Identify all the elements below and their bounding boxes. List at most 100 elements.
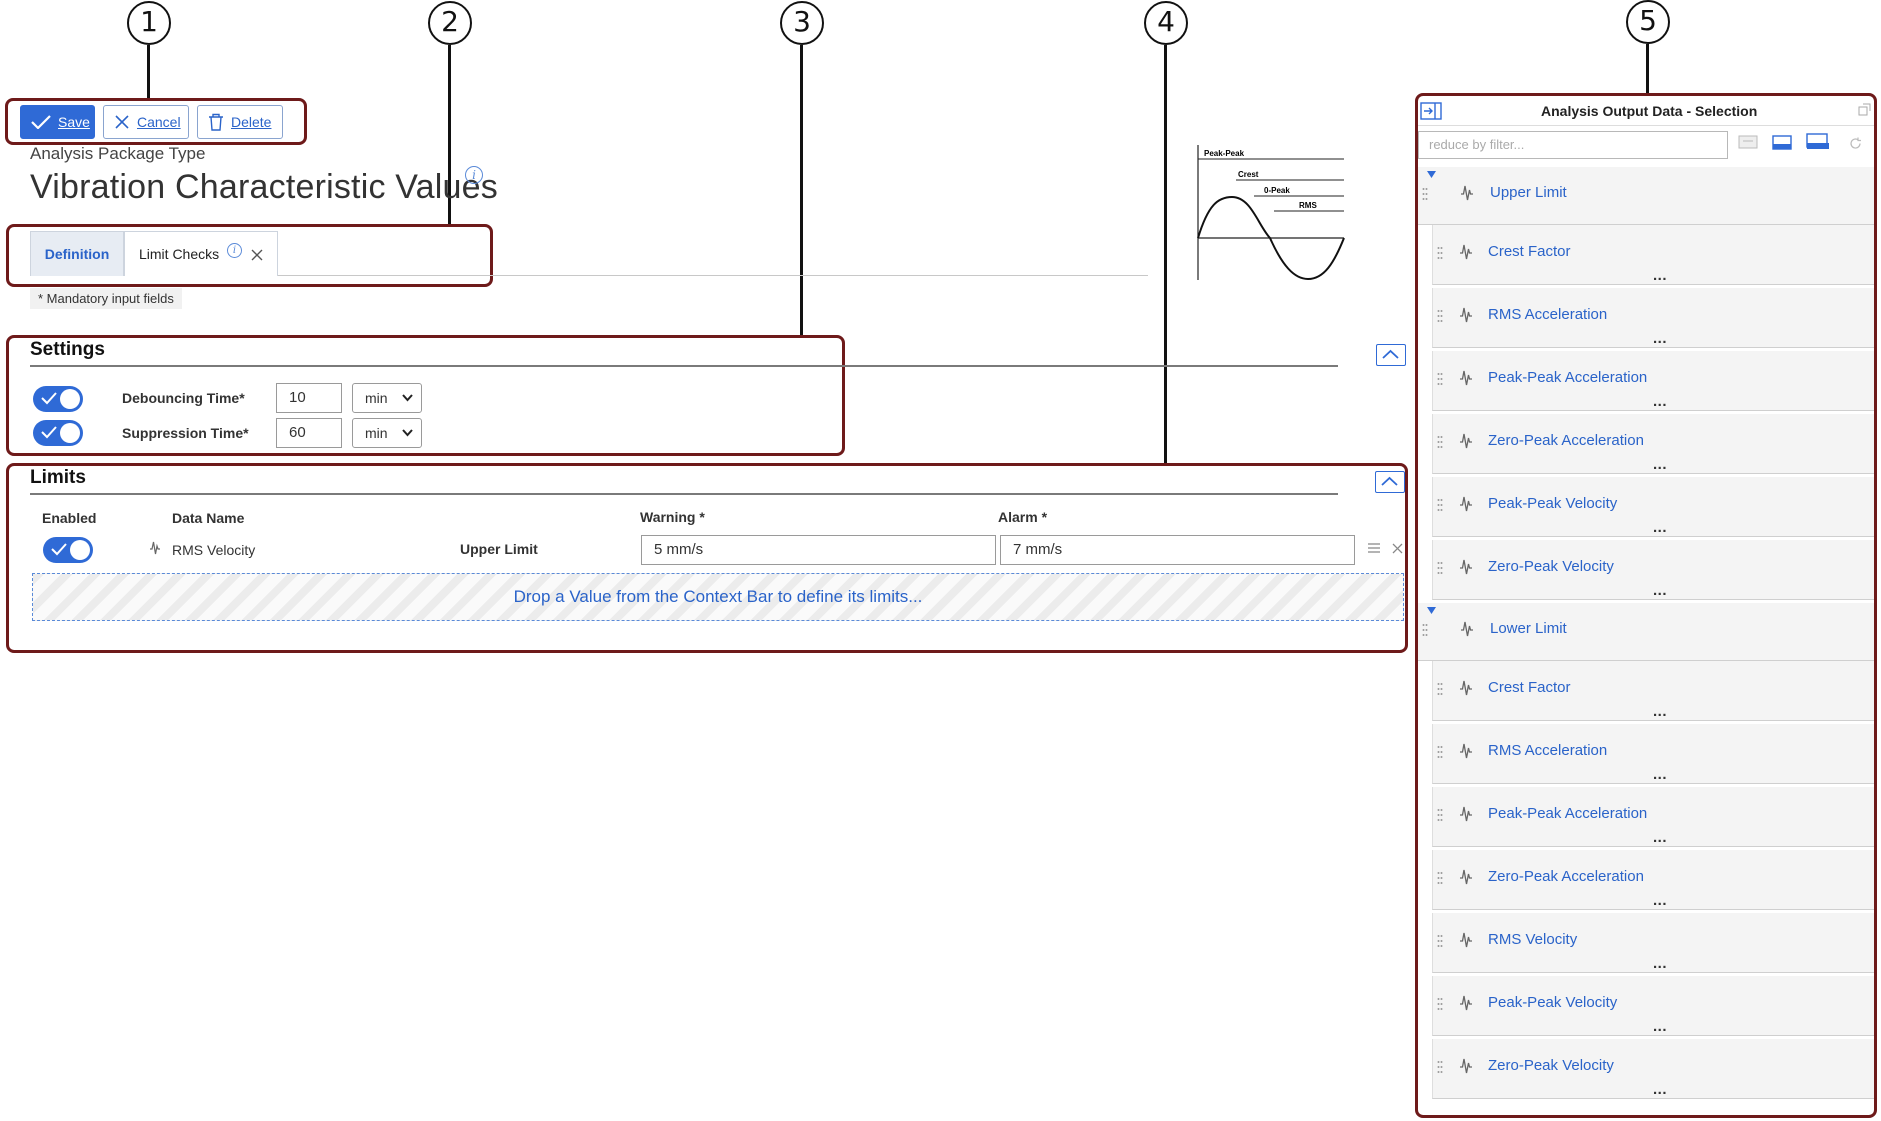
drag-handle-icon[interactable] <box>1437 808 1443 822</box>
row-menu-icon[interactable] <box>1367 542 1381 554</box>
debouncing-unit-select[interactable]: min <box>352 383 422 413</box>
row-enabled-toggle[interactable] <box>43 537 93 563</box>
limits-collapse-button[interactable] <box>1375 471 1405 493</box>
suppression-unit-select[interactable]: min <box>352 418 422 448</box>
drag-handle-icon[interactable] <box>1422 623 1428 637</box>
filter-input[interactable]: reduce by filter... <box>1418 131 1728 159</box>
delete-label: Delete <box>231 114 272 130</box>
drag-handle-icon[interactable] <box>1437 1060 1443 1074</box>
tab-info-icon[interactable]: i <box>227 243 242 258</box>
list-item-label: Peak-Peak Acceleration <box>1488 369 1648 386</box>
more-options[interactable]: ... <box>1653 519 1668 536</box>
more-options[interactable]: ... <box>1653 829 1668 846</box>
col-data-name: Data Name <box>172 510 245 526</box>
tab-definition[interactable]: Definition <box>30 231 124 276</box>
more-options[interactable]: ... <box>1653 330 1668 347</box>
cancel-button[interactable]: Cancel <box>103 105 189 139</box>
limits-title: Limits <box>30 467 86 488</box>
view-list-icon[interactable] <box>1738 135 1758 149</box>
more-options[interactable]: ... <box>1653 892 1668 909</box>
panel-collapse-icon[interactable] <box>1420 102 1442 120</box>
list-item[interactable]: Crest Factor... <box>1432 661 1874 721</box>
list-item[interactable]: Peak-Peak Velocity... <box>1432 976 1874 1036</box>
waveform-icon <box>1460 932 1472 948</box>
more-options[interactable]: ... <box>1653 267 1668 284</box>
save-button[interactable]: Save <box>20 105 95 139</box>
alarm-input[interactable]: 7 mm/s <box>1000 535 1355 565</box>
list-item[interactable]: Peak-Peak Acceleration... <box>1432 787 1874 847</box>
list-item[interactable]: Zero-Peak Acceleration... <box>1432 850 1874 910</box>
tree-group-1[interactable]: Lower Limit <box>1418 603 1874 661</box>
list-item[interactable]: Zero-Peak Acceleration... <box>1432 414 1874 474</box>
callout-2-leader <box>448 45 451 225</box>
callout-3-leader <box>800 45 803 336</box>
list-item[interactable]: Peak-Peak Acceleration... <box>1432 351 1874 411</box>
list-item[interactable]: RMS Acceleration... <box>1432 288 1874 348</box>
drag-handle-icon[interactable] <box>1437 871 1443 885</box>
drag-handle-icon[interactable] <box>1437 498 1443 512</box>
more-options[interactable]: ... <box>1653 1081 1668 1098</box>
delete-button[interactable]: Delete <box>197 105 283 139</box>
list-item[interactable]: Peak-Peak Velocity... <box>1432 477 1874 537</box>
suppression-input[interactable]: 60 <box>276 418 342 448</box>
more-options[interactable]: ... <box>1653 456 1668 473</box>
drag-handle-icon[interactable] <box>1437 372 1443 386</box>
drag-handle-icon[interactable] <box>1437 561 1443 575</box>
view-compact-icon[interactable] <box>1772 135 1792 151</box>
drag-handle-icon[interactable] <box>1437 435 1443 449</box>
refresh-icon[interactable] <box>1849 137 1862 150</box>
toggle-check-icon <box>41 426 57 439</box>
list-item-label: Crest Factor <box>1488 679 1571 696</box>
tree-group-0[interactable]: Upper Limit <box>1418 167 1874 225</box>
list-item[interactable]: RMS Velocity... <box>1432 913 1874 973</box>
crest-label: Crest <box>1238 170 1259 179</box>
panel-highlight <box>1415 93 1877 1118</box>
more-options[interactable]: ... <box>1653 703 1668 720</box>
close-tab-icon[interactable] <box>251 249 263 261</box>
cancel-label: Cancel <box>137 114 181 130</box>
callout-1-leader <box>147 45 150 98</box>
debouncing-input[interactable]: 10 <box>276 383 342 413</box>
tab-limit-checks[interactable]: Limit Checks i <box>124 231 278 276</box>
save-label: Save <box>58 114 90 130</box>
row-limit-type: Upper Limit <box>460 541 538 557</box>
waveform-icon <box>1460 496 1472 512</box>
drag-handle-icon[interactable] <box>1437 682 1443 696</box>
list-item[interactable]: Zero-Peak Velocity... <box>1432 1039 1874 1099</box>
list-item[interactable]: RMS Acceleration... <box>1432 724 1874 784</box>
more-options[interactable]: ... <box>1653 1018 1668 1035</box>
callout-3: 3 <box>780 1 824 45</box>
row-delete-icon[interactable] <box>1392 543 1403 554</box>
drag-handle-icon[interactable] <box>1437 745 1443 759</box>
list-item-label: Peak-Peak Velocity <box>1488 994 1618 1011</box>
more-options[interactable]: ... <box>1653 766 1668 783</box>
limits-dropzone[interactable]: Drop a Value from the Context Bar to def… <box>32 573 1404 621</box>
settings-rule <box>30 365 1338 367</box>
list-item-label: Peak-Peak Velocity <box>1488 495 1618 512</box>
drag-handle-icon[interactable] <box>1422 187 1428 201</box>
drag-handle-icon[interactable] <box>1437 309 1443 323</box>
settings-collapse-button[interactable] <box>1376 344 1406 366</box>
expand-triangle-icon[interactable] <box>1427 171 1436 178</box>
expand-triangle-icon[interactable] <box>1427 607 1436 614</box>
view-detail-icon[interactable] <box>1806 133 1830 151</box>
list-item-label: RMS Velocity <box>1488 931 1578 948</box>
list-item-label: RMS Acceleration <box>1488 742 1608 759</box>
list-item-label: Crest Factor <box>1488 243 1571 260</box>
warning-input[interactable]: 5 mm/s <box>641 535 996 565</box>
waveform-icon <box>1460 680 1472 696</box>
drag-handle-icon[interactable] <box>1437 934 1443 948</box>
suppression-toggle[interactable] <box>33 420 83 446</box>
waveform-icon <box>1461 621 1473 637</box>
more-options[interactable]: ... <box>1653 393 1668 410</box>
list-item[interactable]: Zero-Peak Velocity... <box>1432 540 1874 600</box>
drag-handle-icon[interactable] <box>1437 246 1443 260</box>
more-options[interactable]: ... <box>1653 582 1668 599</box>
list-item[interactable]: Crest Factor... <box>1432 225 1874 285</box>
drag-handle-icon[interactable] <box>1437 997 1443 1011</box>
debouncing-toggle[interactable] <box>33 386 83 412</box>
waveform-diagram: Peak-Peak Crest 0-Peak RMS <box>1197 145 1345 281</box>
info-icon[interactable]: i <box>465 166 483 184</box>
panel-detach-icon[interactable] <box>1858 103 1871 116</box>
more-options[interactable]: ... <box>1653 955 1668 972</box>
